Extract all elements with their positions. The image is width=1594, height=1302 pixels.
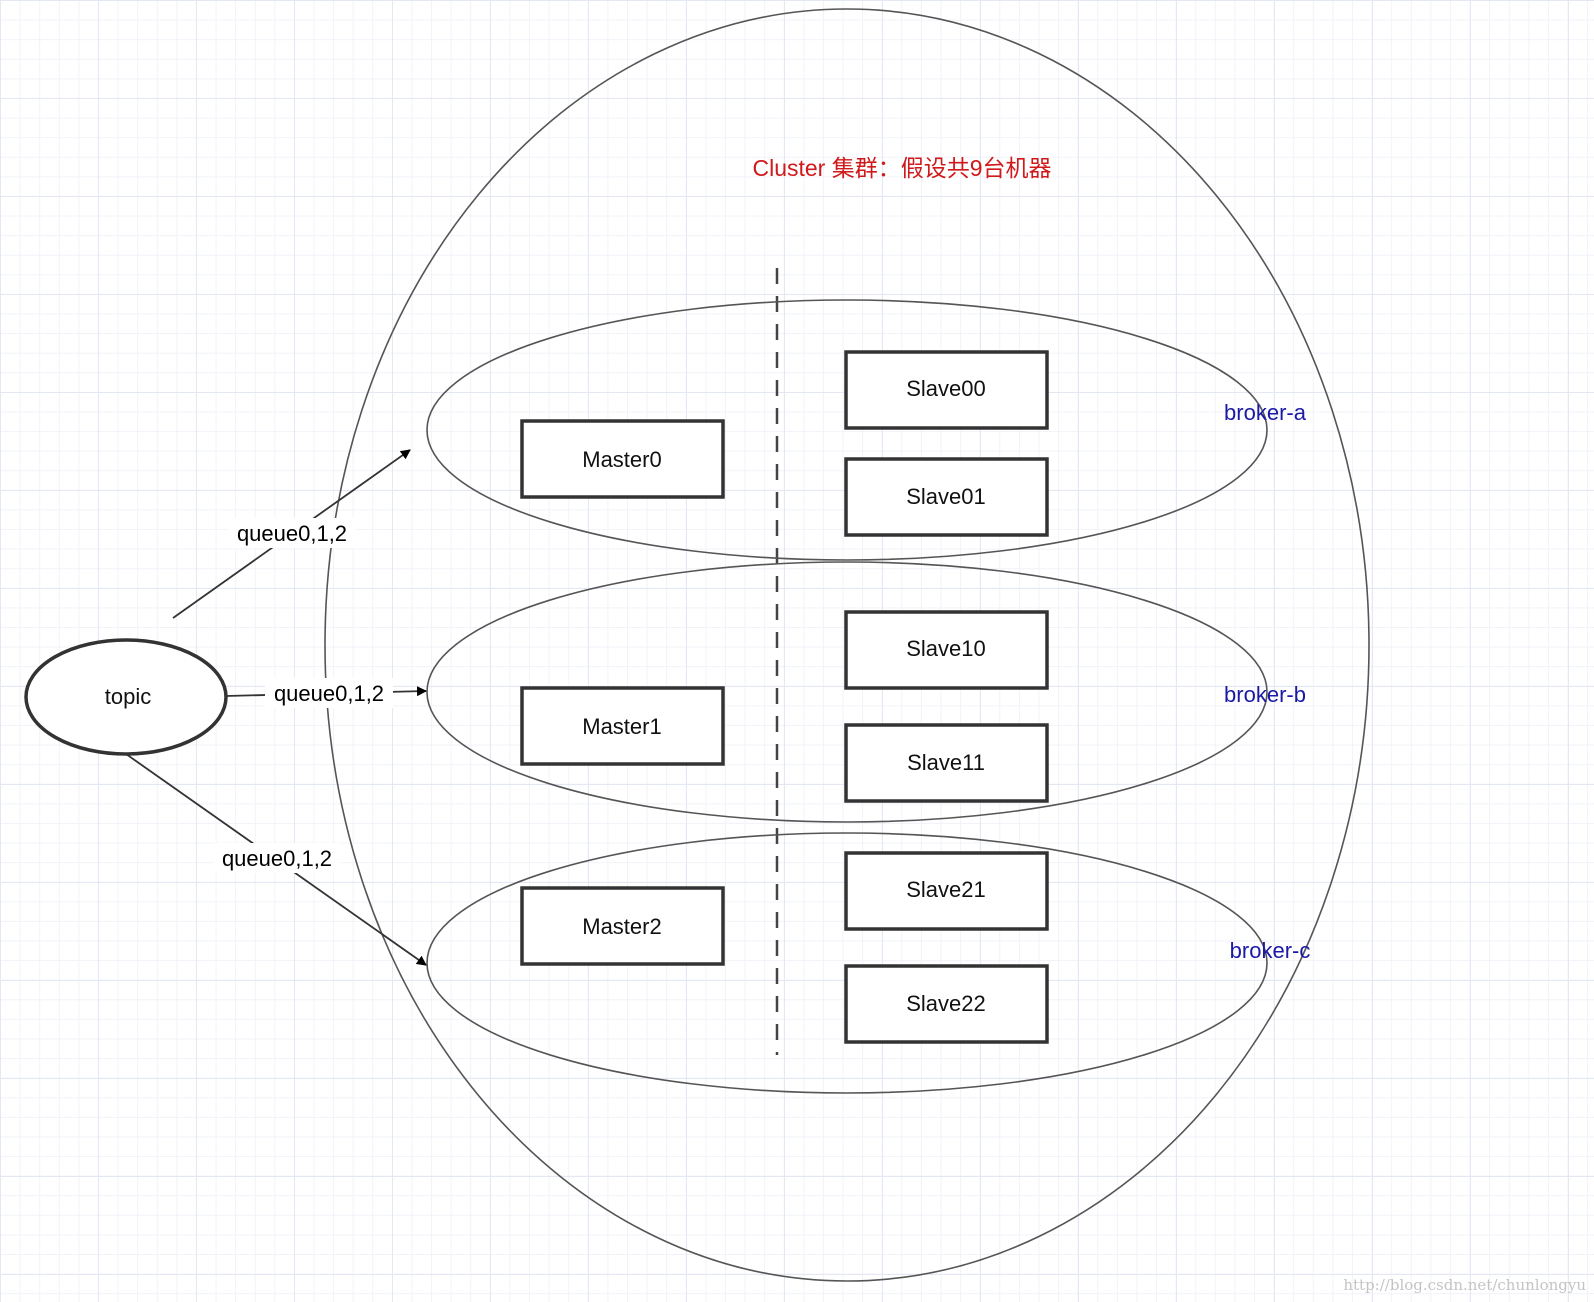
master-label: Master2 bbox=[582, 914, 661, 939]
slave-node-21: Slave21 bbox=[844, 851, 1049, 931]
broker-label-c: broker-c bbox=[1230, 938, 1311, 963]
master-label: Master1 bbox=[582, 714, 661, 739]
topic-node: topic bbox=[24, 638, 228, 756]
edge-label-text: queue0,1,2 bbox=[274, 681, 384, 706]
slave-node-10: Slave10 bbox=[844, 610, 1049, 690]
edge-label-a: queue0,1,2 bbox=[228, 518, 356, 548]
broker-ellipse-c bbox=[426, 832, 1268, 1094]
slave-label: Slave11 bbox=[907, 750, 985, 775]
cluster-ellipse bbox=[324, 8, 1370, 1282]
slave-label: Slave22 bbox=[906, 991, 986, 1016]
cluster-title: Cluster 集群：假设共9台机器 bbox=[752, 155, 1051, 181]
edge-label-c: queue0,1,2 bbox=[213, 843, 341, 873]
edge-label-text: queue0,1,2 bbox=[237, 521, 347, 546]
master-node-0: Master0 bbox=[520, 419, 725, 499]
master-node-2: Master2 bbox=[520, 886, 725, 966]
broker-label-a: broker-a bbox=[1224, 400, 1307, 425]
edge-label-b: queue0,1,2 bbox=[265, 678, 393, 708]
slave-label: Slave01 bbox=[906, 484, 986, 509]
topic-label: topic bbox=[105, 684, 151, 709]
broker-ellipse-b bbox=[426, 561, 1268, 823]
slave-node-01: Slave01 bbox=[844, 457, 1049, 537]
edge-label-text: queue0,1,2 bbox=[222, 846, 332, 871]
broker-label-b: broker-b bbox=[1224, 682, 1306, 707]
master-node-1: Master1 bbox=[520, 686, 725, 766]
slave-label: Slave00 bbox=[906, 376, 986, 401]
broker-ellipse-a bbox=[426, 299, 1268, 561]
master-label: Master0 bbox=[582, 447, 661, 472]
slave-label: Slave21 bbox=[906, 877, 986, 902]
slave-node-22: Slave22 bbox=[844, 964, 1049, 1044]
slave-node-11: Slave11 bbox=[844, 723, 1049, 803]
watermark: http://blog.csdn.net/chunlongyu bbox=[1343, 1276, 1586, 1294]
slave-label: Slave10 bbox=[906, 636, 986, 661]
slave-node-00: Slave00 bbox=[844, 350, 1049, 430]
